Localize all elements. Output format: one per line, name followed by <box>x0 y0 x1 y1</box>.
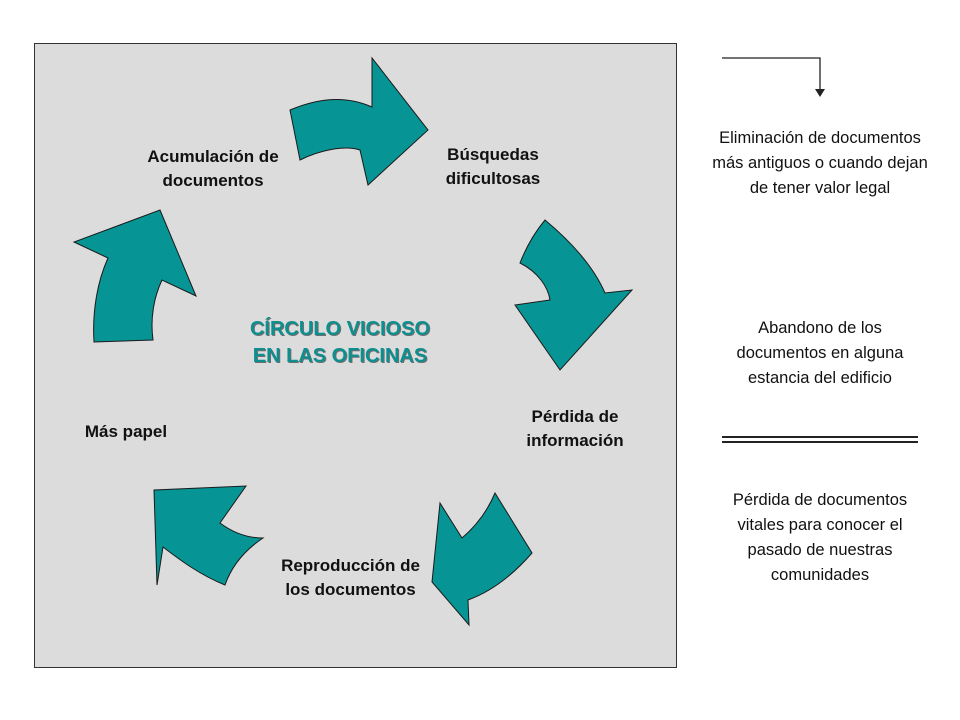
node-busquedas: Búsquedas dificultosas <box>445 145 541 188</box>
arrow-to-mas-papel <box>153 485 265 586</box>
node-acumulacion: Acumulación de documentos <box>147 147 279 190</box>
arrow-to-acumulacion <box>72 209 197 343</box>
arrow-to-perdida-info <box>514 219 634 371</box>
node-reproduccion: Reproducción de los documentos <box>281 556 420 599</box>
note-eliminacion: Eliminación de documentos más antiguos o… <box>712 129 928 197</box>
note-perdida-vitales: Pérdida de documentos vitales para conoc… <box>732 491 908 584</box>
arrow-to-busquedas <box>289 56 429 186</box>
arrow-to-reproduccion <box>431 491 533 627</box>
node-mas-papel: Más papel <box>84 422 168 441</box>
note-abandono: Abandono de los documentos en alguna est… <box>736 319 904 387</box>
double-separator <box>722 436 918 444</box>
node-perdida-informacion: Pérdida de información <box>526 407 624 450</box>
center-title: CÍRCULO VICIOSO EN LAS OFICINAS <box>249 318 430 367</box>
